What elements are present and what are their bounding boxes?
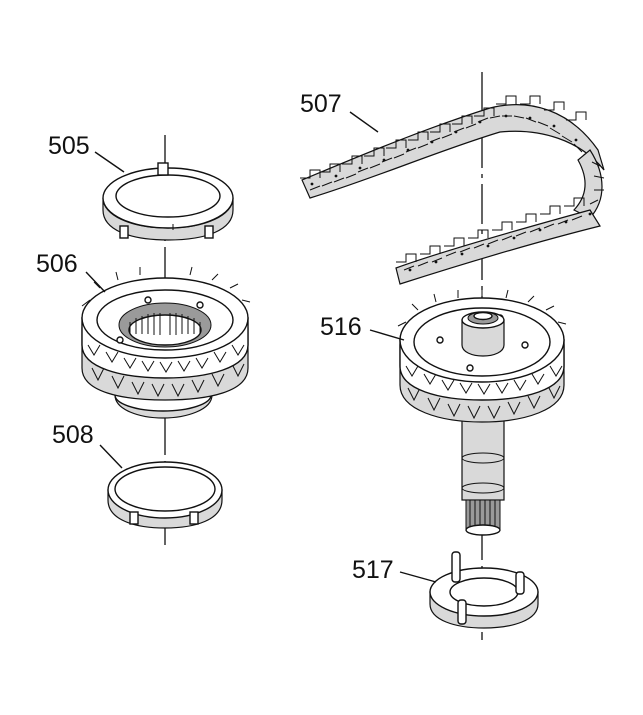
- label-516: 516: [320, 313, 362, 341]
- leader-507: [349, 111, 379, 133]
- chain-rivets: [310, 114, 592, 272]
- leader-506: [85, 271, 106, 293]
- leader-508: [99, 444, 123, 469]
- thrust-washer-517: [429, 551, 539, 629]
- label-508: 508: [52, 421, 94, 449]
- label-505: 505: [48, 132, 90, 160]
- leader-516: [369, 329, 405, 341]
- label-517: 517: [352, 556, 394, 584]
- leader-505: [94, 151, 125, 173]
- lower-teeth: [91, 363, 245, 398]
- leader-517: [399, 571, 437, 583]
- thrust-washer-508: [107, 461, 223, 529]
- drive-chain-507: [300, 95, 605, 285]
- label-506: 506: [36, 250, 78, 278]
- thrust-washer-505: [102, 162, 234, 241]
- drive-sprocket-506: [81, 265, 251, 419]
- driven-sprocket-516: [397, 289, 567, 536]
- label-507: 507: [300, 90, 342, 118]
